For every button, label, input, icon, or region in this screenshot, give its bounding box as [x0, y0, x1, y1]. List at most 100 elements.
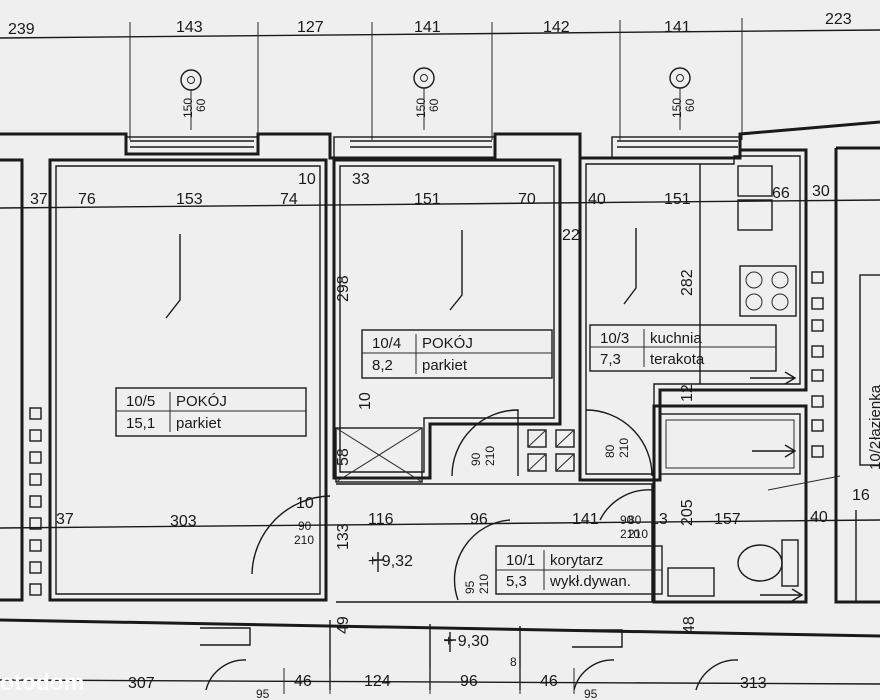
dim-37-low: 37: [56, 511, 74, 528]
kitchen-sink: [737, 165, 773, 231]
room-10-2-id: 10/2: [867, 441, 880, 470]
lower-walls: [0, 618, 880, 691]
door-size-marks: 90 210 90 210 80 210 90 210 80 210 95 21…: [294, 438, 648, 594]
window-2-sill: 60: [427, 98, 441, 112]
watermark-logo: otodom: [0, 669, 84, 695]
bottom-dim-4: 96: [460, 673, 478, 690]
room-10-5-id: 10/5: [126, 393, 155, 410]
room-10-1-name: korytarz: [550, 552, 603, 569]
top-dimension-chain: 239 143 127 141 142 141 223: [0, 11, 880, 140]
interior-dimensions: 10 33 37 76 153 74 151 70 22 40 151 66 3…: [0, 171, 880, 634]
room-10-4-area: 8,2: [372, 357, 393, 374]
dim-33: 33: [352, 171, 370, 188]
window-symbol-2: 150 60: [413, 67, 441, 130]
dim-153: 153: [176, 191, 203, 208]
window-2-height: 150: [414, 98, 428, 118]
dim-40-top: 40: [588, 191, 606, 208]
level-marks: + 9,32 + 9,30: [368, 552, 489, 652]
door-6-width: 95: [463, 580, 477, 594]
room-10-4-name: POKÓJ: [422, 335, 473, 352]
dim-58: 58: [335, 448, 352, 466]
dim-49: 49: [335, 616, 352, 634]
corridor-cabinets: [527, 429, 575, 472]
top-dim-2: 143: [176, 19, 203, 36]
dim-116: 116: [368, 511, 394, 528]
room-10-5: [48, 158, 328, 602]
dim-96-mid: 96: [470, 511, 488, 528]
door-2-width: 90: [469, 452, 483, 466]
top-dim-7: 223: [825, 11, 852, 28]
door-3-height: 210: [617, 438, 631, 458]
room-10-2: [652, 404, 841, 604]
window-3-sill: 60: [683, 98, 697, 112]
room-10-5-area: 15,1: [126, 415, 155, 432]
window-1-sill: 60: [194, 98, 208, 112]
door-4-height: 210: [620, 527, 640, 541]
dim-74: 74: [280, 191, 298, 208]
room-10-5-floor: parkiet: [176, 415, 222, 432]
bottom-dim-5: 8: [510, 655, 517, 669]
left-neighbour-wall: [0, 158, 42, 602]
room-10-3-floor: terakota: [650, 351, 705, 368]
room-10-5-name: POKÓJ: [176, 393, 227, 410]
top-dim-4: 141: [414, 19, 441, 36]
door-5-height: 210: [628, 527, 648, 541]
top-dim-5: 142: [543, 19, 570, 36]
room-10-4-id: 10/4: [372, 335, 401, 352]
dim-70: 70: [518, 191, 536, 208]
kitchen-stove: [739, 265, 797, 317]
room-10-3: [578, 148, 824, 482]
top-dim-6: 141: [664, 19, 691, 36]
door-1-height: 210: [294, 533, 314, 547]
dim-16: 16: [852, 487, 870, 504]
bottom-small-2: 95: [584, 687, 598, 700]
dim-37-left: 37: [30, 191, 48, 208]
door-6-height: 210: [477, 574, 491, 594]
room-10-4: [332, 158, 562, 483]
dim-151-b: 151: [664, 191, 691, 208]
dim-141-mid: 141: [572, 511, 599, 528]
dim-22: 22: [562, 227, 580, 244]
dim-66: 66: [772, 185, 790, 202]
dim-48: 48: [681, 616, 698, 634]
room-10-3-name: kuchnia: [650, 330, 702, 347]
bottom-dim-7: 313: [740, 675, 767, 692]
dim-76: 76: [78, 191, 96, 208]
room-10-1-area: 5,3: [506, 573, 527, 590]
room-10-3-id: 10/3: [600, 330, 629, 347]
facade-walls: [0, 120, 880, 160]
top-dim-3: 127: [297, 19, 324, 36]
bottom-dim-3: 124: [364, 673, 391, 690]
left-vent-column: [29, 407, 42, 596]
window-1-height: 150: [181, 98, 195, 118]
door-1-width: 90: [298, 519, 312, 533]
dim-13: 13: [650, 511, 668, 528]
dim-298: 298: [335, 275, 352, 302]
dim-40-right: 40: [810, 509, 828, 526]
dim-303: 303: [170, 513, 197, 530]
room-labels: 10/5 POKÓJ 15,1 parkiet 10/4 POKÓJ 8,2 p…: [126, 330, 880, 590]
door-5-width: 80: [628, 513, 642, 527]
bottom-dim-6: 46: [540, 673, 558, 690]
door-2-height: 210: [483, 446, 497, 466]
dim-205: 205: [679, 499, 696, 526]
window-symbol-3: 150 60: [669, 67, 697, 130]
room-10-1: [336, 429, 663, 603]
dim-10-top: 10: [298, 171, 316, 188]
room-10-2-name: łazienka: [867, 384, 880, 440]
dim-10-low: 10: [296, 495, 314, 512]
room-10-1-floor: wykł.dywan.: [549, 573, 631, 590]
bottom-dimension-chain: 307 46 124 96 8 46 313 95 95: [0, 655, 880, 700]
dim-133: 133: [335, 523, 352, 550]
dim-282: 282: [679, 269, 696, 296]
door-4-width: 90: [620, 513, 634, 527]
door-swings: [251, 409, 655, 601]
bottom-small-1: 95: [256, 687, 270, 700]
level-mark-1: + 9,32: [368, 553, 413, 570]
door-3-width: 80: [603, 444, 617, 458]
kitchen-vent-column: [811, 271, 824, 458]
bottom-dim-1: 307: [128, 675, 155, 692]
dim-12: 12: [679, 384, 696, 402]
dim-30: 30: [812, 183, 830, 200]
